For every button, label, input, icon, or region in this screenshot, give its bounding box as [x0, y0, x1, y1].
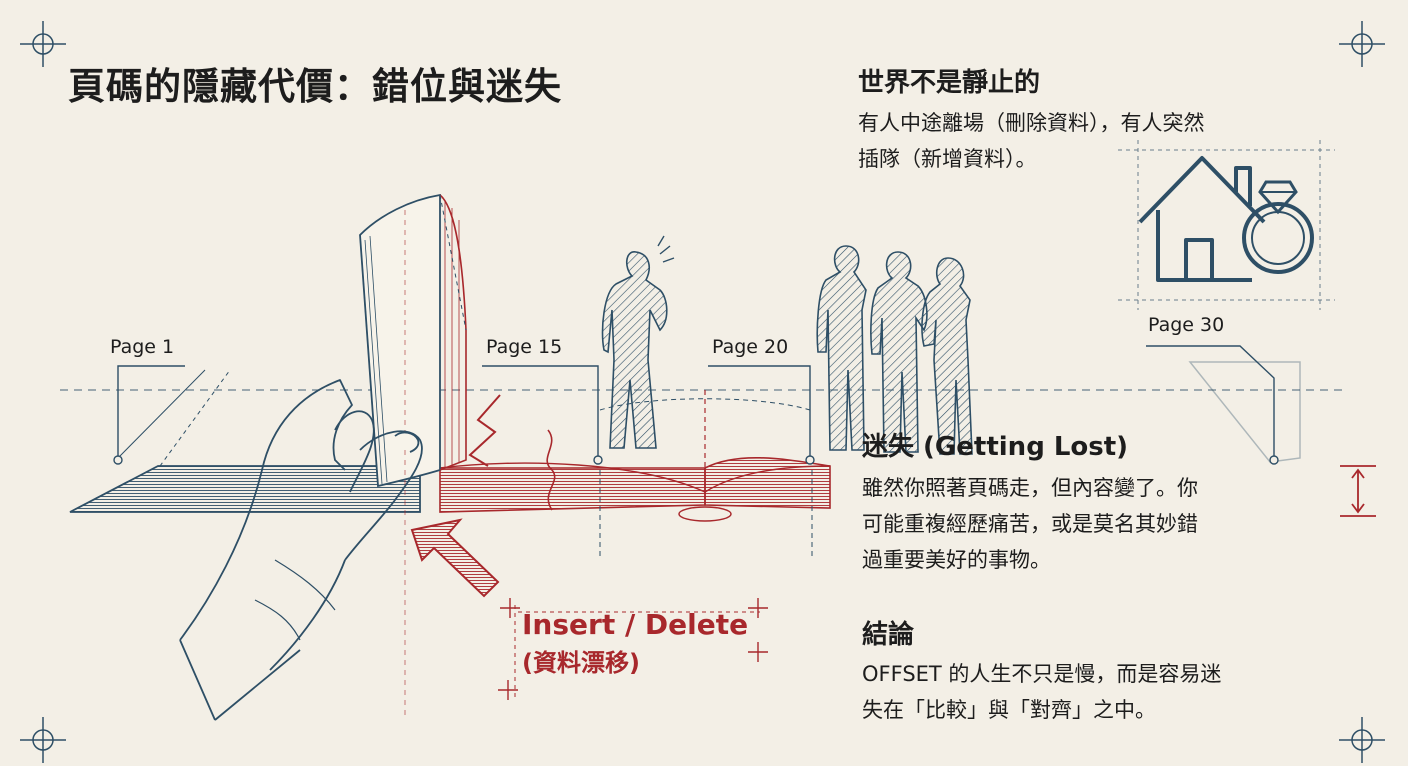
text-line: OFFSET 的人生不只是慢，而是容易迷	[862, 662, 1222, 686]
page-label-15: Page 15	[486, 336, 563, 358]
crosshair-icon	[20, 21, 66, 67]
conclusion-heading: 結論	[862, 620, 915, 650]
open-book	[439, 390, 831, 560]
crosshair-icon	[1339, 717, 1385, 763]
crosshair-icon	[20, 717, 66, 763]
book-icon	[69, 369, 421, 513]
insert-delete-callout: Insert / Delete (資料漂移)	[522, 608, 748, 678]
lost-heading: 迷失 (Getting Lost)	[862, 432, 1129, 462]
conclusion-paragraph: OFFSET 的人生不只是慢，而是容易迷 失在「比較」與「對齊」之中。	[862, 656, 1342, 728]
ring-icon	[1242, 180, 1314, 274]
arrow-icon	[410, 518, 768, 700]
crosshair-icon	[1339, 21, 1385, 67]
text-line: 雖然你照著頁碼走，但內容變了。你	[862, 476, 1198, 500]
house-icon	[1138, 156, 1266, 282]
person-icon	[601, 235, 675, 449]
hand-icon	[179, 379, 423, 721]
page-title: 頁碼的隱藏代價：錯位與迷失	[68, 65, 562, 108]
page-label-1: Page 1	[110, 336, 175, 358]
callout-line-2: (資料漂移)	[522, 649, 640, 677]
page-label-30: Page 30	[1148, 314, 1225, 336]
world-heading: 世界不是靜止的	[858, 68, 1041, 98]
text-line: 可能重複經歷痛苦，或是莫名其妙錯	[862, 512, 1198, 536]
page-label-20: Page 20	[712, 336, 789, 358]
world-paragraph: 有人中途離場（刪除資料），有人突然 插隊（新增資料）。	[858, 105, 1328, 177]
text-line: 過重要美好的事物。	[862, 548, 1051, 572]
text-line: 失在「比較」與「對齊」之中。	[862, 698, 1156, 722]
height-dimension-icon	[1340, 465, 1376, 517]
callout-line-1: Insert / Delete	[522, 608, 749, 641]
text-line: 有人中途離場（刪除資料），有人突然	[858, 111, 1205, 135]
lost-paragraph: 雖然你照著頁碼走，但內容變了。你 可能重複經歷痛苦，或是莫名其妙錯 過重要美好的…	[862, 470, 1332, 578]
person-icon	[816, 245, 973, 455]
flipping-book	[359, 193, 467, 720]
text-line: 插隊（新增資料）。	[858, 147, 1037, 171]
